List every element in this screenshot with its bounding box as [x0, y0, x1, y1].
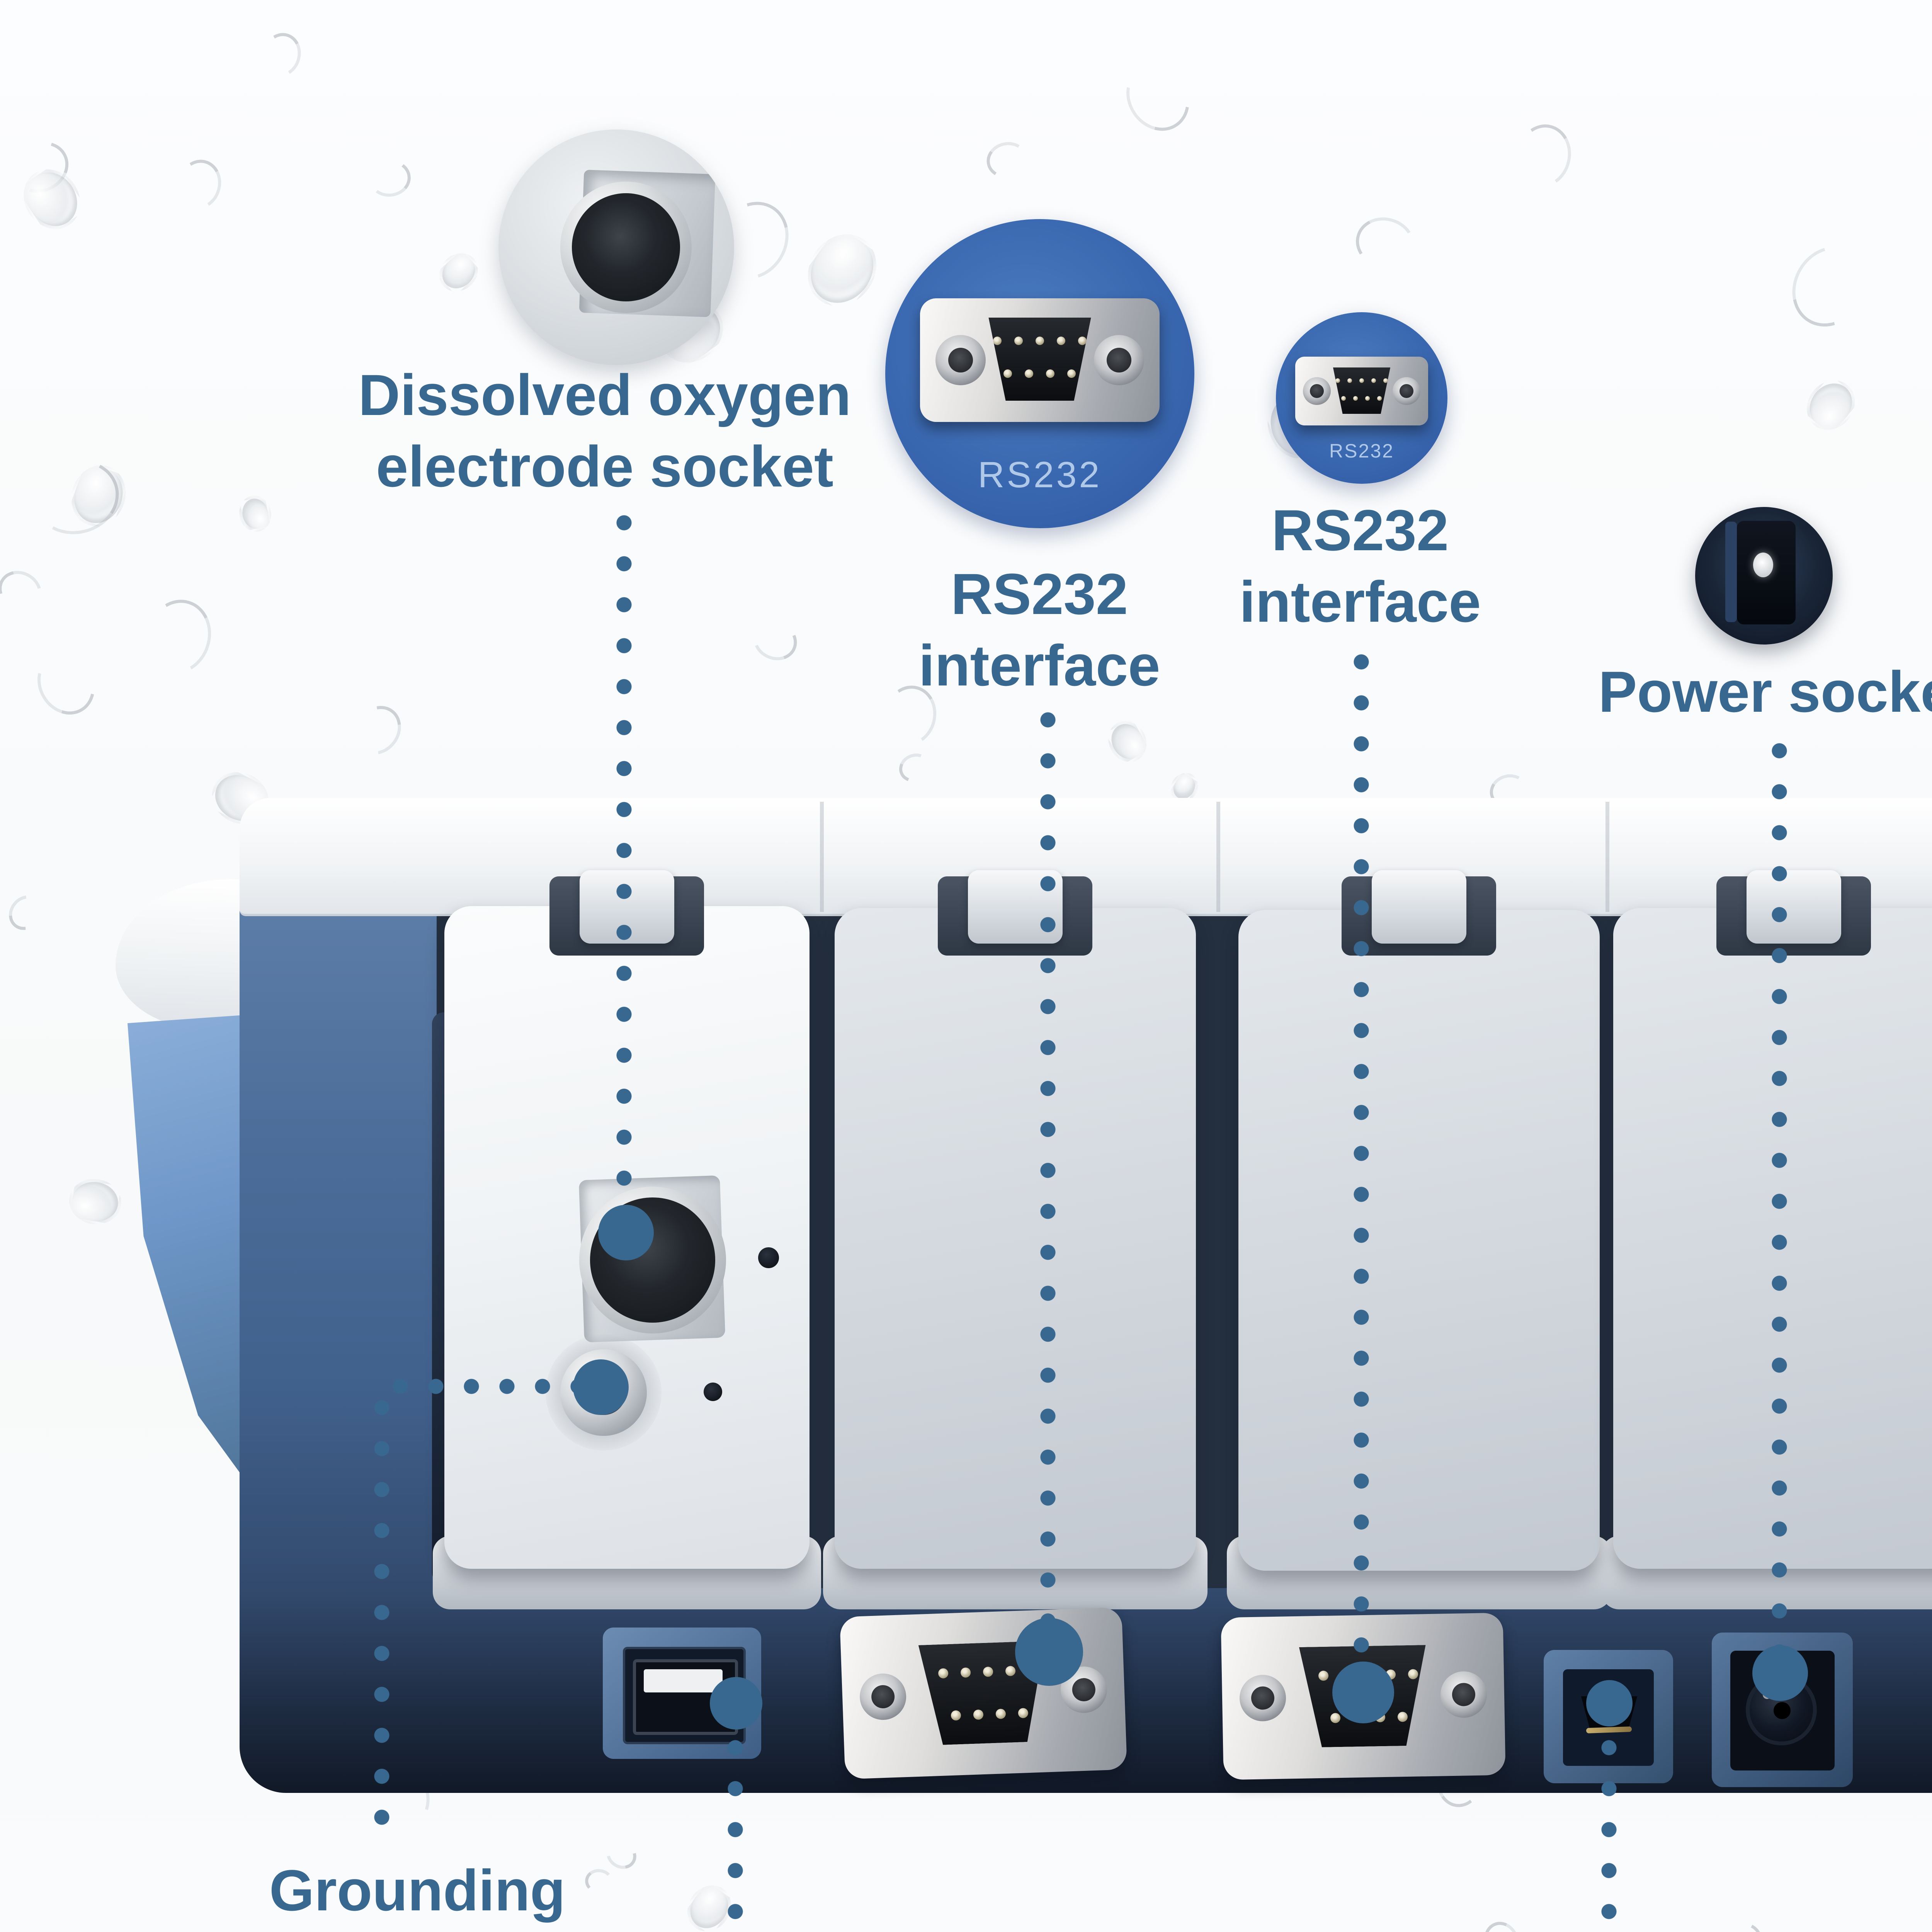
label-line: Grounding [269, 1858, 566, 1923]
droplet [794, 221, 890, 319]
db9-screw-hole [1452, 1682, 1476, 1706]
panel-hole [704, 1383, 722, 1401]
cover-seam [1216, 802, 1220, 912]
droplet [172, 155, 227, 214]
db9-screw [859, 1673, 907, 1721]
cover-seam [820, 802, 824, 912]
label-grounding-wire: Grounding wire interface [185, 1855, 649, 1932]
leader-do-socket [616, 502, 633, 1209]
droplet [983, 138, 1031, 182]
inset-power-edge [1725, 522, 1737, 622]
droplet [747, 614, 803, 667]
droplet [1101, 714, 1154, 769]
droplet [367, 158, 413, 199]
db9-screw-hole [1071, 1677, 1096, 1702]
inset-db9-plate [1295, 357, 1428, 425]
db9-screw-hole [1107, 348, 1131, 372]
db9-screw [1440, 1671, 1487, 1718]
label-power-socket: Power socket [1573, 656, 1932, 728]
inset-db9-body [988, 318, 1091, 401]
inset-db9-body [1333, 367, 1391, 414]
leader-power [1771, 730, 1788, 1646]
db9-screw [1303, 377, 1331, 405]
label-line: interface [918, 633, 1160, 698]
label-rs232-interface-1: RS232 interface [846, 558, 1233, 701]
leader-grounding-vertical [373, 1387, 390, 1847]
inset-do-socket [498, 129, 734, 365]
droplet [257, 28, 306, 82]
db9-port-1 [839, 1607, 1128, 1779]
label-line: RS232 [1271, 498, 1449, 563]
db9-screw [1094, 335, 1144, 385]
droplet [1350, 211, 1420, 276]
leader-endpoint-power [1752, 1645, 1808, 1701]
droplet [1778, 233, 1882, 341]
droplet [136, 592, 221, 682]
leader-rs232-1 [1039, 699, 1056, 1627]
droplet [1714, 1917, 1767, 1932]
db9-screw-hole [1251, 1686, 1275, 1710]
label-line: wire interface [185, 1926, 649, 1932]
droplet [894, 748, 935, 787]
droplet [1114, 52, 1202, 143]
label-line: Dissolved oxygen [358, 362, 851, 427]
droplet [26, 451, 127, 543]
usb-a-tongue [644, 1669, 723, 1692]
module-3-cover [1238, 910, 1600, 1571]
inset-do-bore [572, 193, 680, 301]
droplet [0, 563, 49, 619]
leader-mini-usb [1600, 1727, 1617, 1932]
db9-screw-hole [1310, 384, 1324, 398]
leader-endpoint-mini-usb [1586, 1680, 1633, 1726]
notch-tab [1372, 870, 1466, 944]
cover-seam [1605, 802, 1609, 912]
db9-screw [935, 335, 986, 385]
leader-rs232-2 [1353, 641, 1370, 1665]
droplet [66, 1175, 125, 1229]
label-line: electrode socket [376, 434, 833, 499]
droplet [344, 696, 411, 764]
leader-endpoint-grounding [573, 1359, 629, 1415]
power-jack-pin [1774, 1702, 1791, 1719]
droplet [1510, 119, 1577, 193]
inset-rs232-large: RS232 [885, 219, 1194, 528]
label-line: RS232 [951, 561, 1128, 626]
label-line: interface [1239, 569, 1481, 634]
leader-endpoint-rs232-2 [1332, 1662, 1394, 1723]
droplet [431, 245, 486, 299]
label-dissolved-oxygen-socket: Dissolved oxygen electrode socket [267, 359, 943, 502]
droplet [1478, 1917, 1525, 1932]
inset-power-socket [1695, 507, 1833, 645]
rs232-engraving-small: RS232 [1329, 440, 1394, 462]
db9-screw [1393, 377, 1420, 405]
droplet [26, 642, 106, 725]
leader-endpoint-usb [710, 1677, 762, 1730]
inset-db9-plate [920, 298, 1160, 422]
inset-rs232-small: RS232 [1276, 312, 1447, 484]
leader-endpoint-do [598, 1205, 654, 1260]
db9-screw-hole [1400, 384, 1413, 398]
droplet [1796, 371, 1865, 440]
module-2-cover [835, 908, 1196, 1569]
leader-endpoint-rs232-1 [1015, 1618, 1083, 1686]
label-line: Power socket [1598, 659, 1932, 724]
db9-screw [1239, 1674, 1287, 1722]
db9-screw-hole [871, 1685, 895, 1709]
panel-hole [758, 1247, 779, 1268]
leader-grounding-horizontal [383, 1378, 580, 1395]
rs232-engraving-large: RS232 [978, 454, 1102, 495]
notch-tab [1747, 870, 1841, 944]
droplet [2, 888, 50, 937]
leader-usb [727, 1727, 744, 1932]
inset-power-pin [1753, 553, 1773, 577]
db9-screw-hole [948, 348, 973, 372]
label-rs232-interface-2: RS232 interface [1167, 495, 1553, 638]
